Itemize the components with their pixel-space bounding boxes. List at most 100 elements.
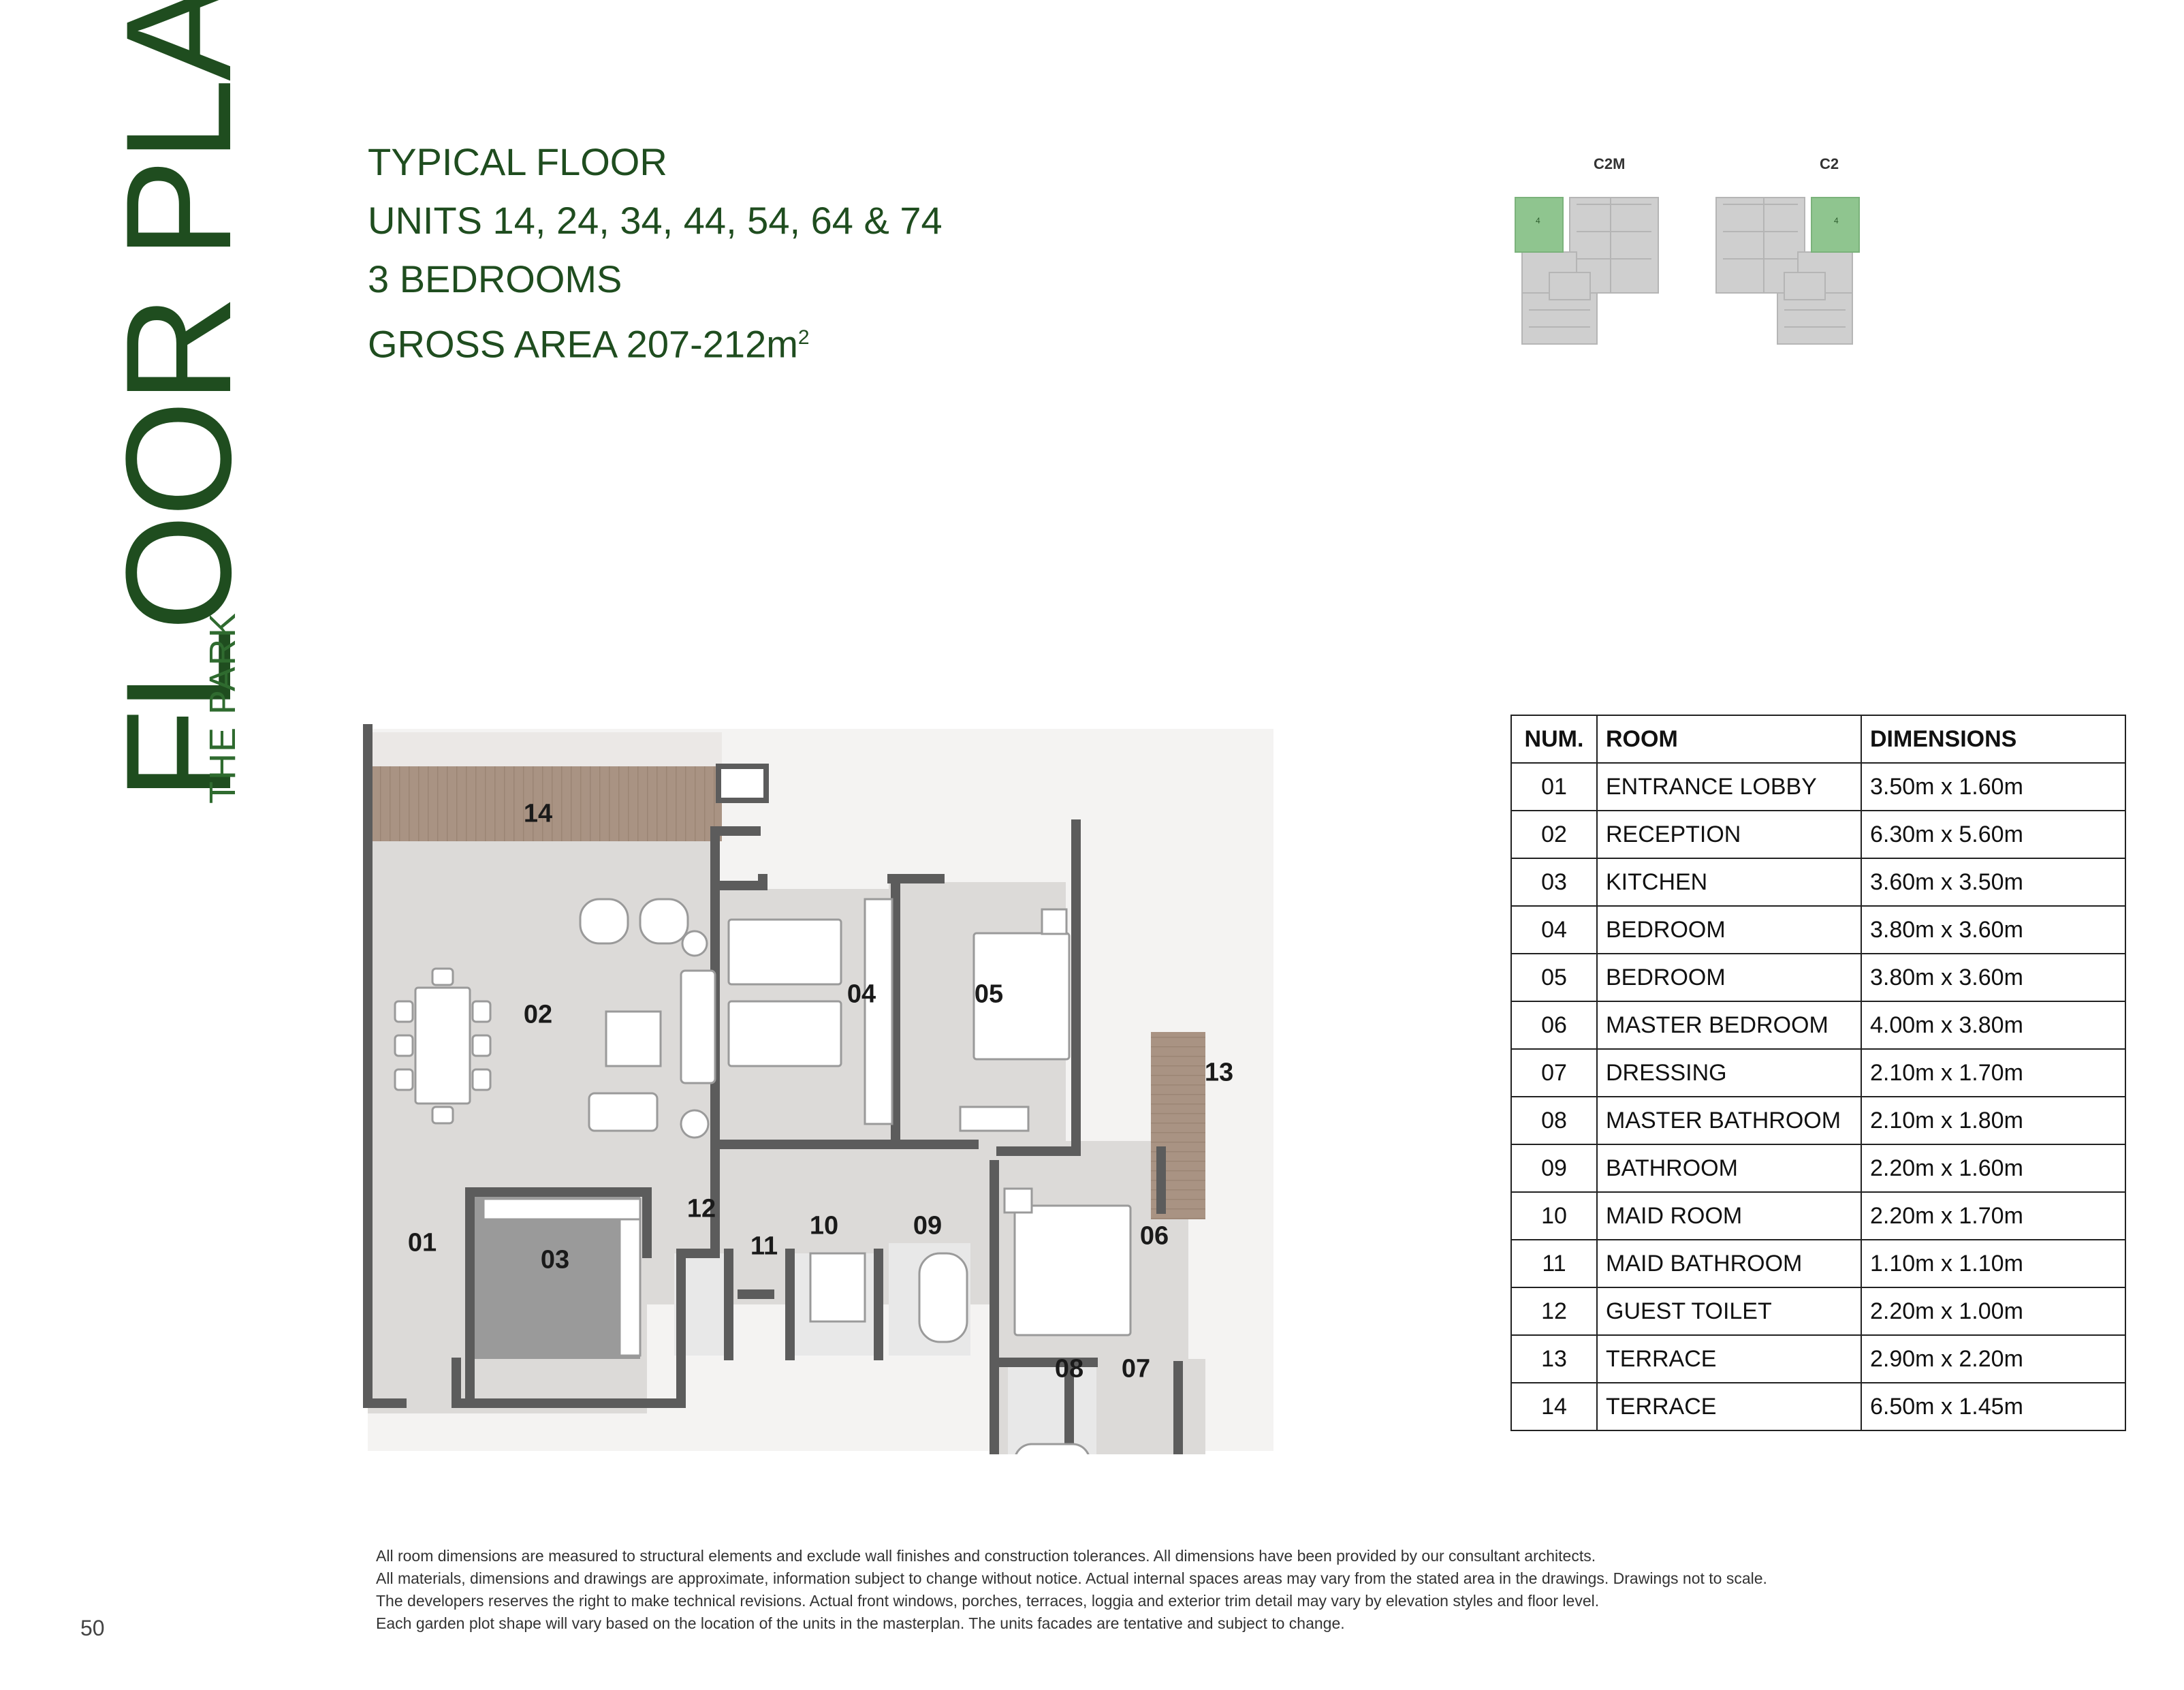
cell-num: 05 [1510,953,1598,1002]
room-label-11: 11 [750,1232,778,1261]
keyplan-diagrams: 4 4 [1515,197,1860,345]
cell-room: TERRACE [1596,1334,1862,1383]
cell-dimensions: 3.50m x 1.60m [1861,762,2126,811]
gross-area-superscript: 2 [797,326,810,349]
cell-num: 08 [1510,1096,1598,1145]
cell-num: 04 [1510,905,1598,954]
cell-dimensions: 2.10m x 1.70m [1861,1048,2126,1097]
room-label-10: 10 [809,1211,839,1240]
gross-area-text: GROSS AREA 207-212m [368,322,798,366]
cell-room: TERRACE [1596,1382,1862,1431]
disclaimer-line: Each garden plot shape will vary based o… [376,1614,1345,1632]
room-label-03: 03 [540,1245,570,1274]
disclaimer-line: The developers reserves the right to mak… [376,1592,1600,1610]
keyplan-c2-highlight-label: 4 [1834,216,1839,225]
cell-room: MAID BATHROOM [1596,1239,1862,1288]
room-label-13: 13 [1204,1058,1234,1087]
page-number: 50 [80,1616,105,1640]
keyplan-c2 [1715,197,1860,345]
cell-num: 10 [1510,1191,1598,1240]
cell-room: BEDROOM [1596,905,1862,954]
cell-room: MAID ROOM [1596,1191,1862,1240]
floor-plan: 14 02 04 05 13 12 10 09 01 03 11 06 08 0… [361,722,1273,1454]
room-label-14: 14 [523,799,553,828]
table-header-row: NUM. ROOM DIMENSIONS [1510,715,2126,764]
keyplan-c2m-highlight [1515,197,1564,253]
cell-dimensions: 3.60m x 3.50m [1861,858,2126,907]
cell-num: 01 [1510,762,1598,811]
disclaimer: All room dimensions are measured to stru… [376,1545,1767,1635]
room-label-02: 02 [523,1000,553,1029]
room-label-05: 05 [974,980,1004,1009]
cell-dimensions: 2.20m x 1.00m [1861,1287,2126,1336]
room-label-09: 09 [913,1211,943,1240]
cell-room: BATHROOM [1596,1144,1862,1193]
column-header-dimensions: DIMENSIONS [1861,715,2126,764]
keyplan-left-label: C2M [1594,155,1626,172]
header-floor: TYPICAL FLOOR [368,140,667,183]
header-units: UNITS 14, 24, 34, 44, 54, 64 & 74 [368,199,943,242]
room-label-07: 07 [1121,1354,1151,1383]
cell-room: ENTRANCE LOBBY [1596,762,1862,811]
cell-dimensions: 6.30m x 5.60m [1861,810,2126,859]
room-label-01: 01 [407,1228,437,1257]
cell-num: 14 [1510,1382,1598,1431]
header-bedrooms: 3 BEDROOMS [368,257,622,300]
room-label-06: 06 [1139,1221,1169,1251]
disclaimer-line: All materials, dimensions and drawings a… [376,1569,1767,1587]
cell-room: KITCHEN [1596,858,1862,907]
cell-dimensions: 6.50m x 1.45m [1861,1382,2126,1431]
cell-dimensions: 2.20m x 1.60m [1861,1144,2126,1193]
cell-dimensions: 3.80m x 3.60m [1861,905,2126,954]
disclaimer-line: All room dimensions are measured to stru… [376,1547,1596,1565]
cell-dimensions: 2.90m x 2.20m [1861,1334,2126,1383]
cell-num: 02 [1510,810,1598,859]
cell-room: GUEST TOILET [1596,1287,1862,1336]
keyplan-right-label: C2 [1820,155,1839,172]
cell-num: 13 [1510,1334,1598,1383]
keyplan-c2m-highlight-label: 4 [1536,216,1540,225]
header-gross-area: GROSS AREA 207-212m2 [368,309,943,374]
cell-dimensions: 1.10m x 1.10m [1861,1239,2126,1288]
cell-dimensions: 4.00m x 3.80m [1861,1001,2126,1050]
cell-room: BEDROOM [1596,953,1862,1002]
cell-dimensions: 3.80m x 3.60m [1861,953,2126,1002]
room-label-08: 08 [1054,1354,1084,1383]
cell-room: RECEPTION [1596,810,1862,859]
cell-dimensions: 2.10m x 1.80m [1861,1096,2126,1145]
side-subtitle: THE PARK [202,611,243,804]
cell-num: 09 [1510,1144,1598,1193]
cell-room: MASTER BEDROOM [1596,1001,1862,1050]
cell-num: 12 [1510,1287,1598,1336]
column-header-room: ROOM [1596,715,1862,764]
floor-plan-drawing [361,722,1273,1454]
cell-num: 07 [1510,1048,1598,1097]
cell-room: MASTER BATHROOM [1596,1096,1862,1145]
cell-room: DRESSING [1596,1048,1862,1097]
terrace-14 [368,766,722,841]
keyplan-c2m [1515,197,1659,345]
cell-dimensions: 2.20m x 1.70m [1861,1191,2126,1240]
keyplan-c2-highlight [1811,197,1860,253]
room-label-04: 04 [846,980,876,1009]
cell-num: 06 [1510,1001,1598,1050]
cell-num: 11 [1510,1239,1598,1288]
room-label-12: 12 [686,1194,716,1223]
cell-num: 03 [1510,858,1598,907]
unit-header: TYPICAL FLOOR UNITS 14, 24, 34, 44, 54, … [368,133,943,374]
